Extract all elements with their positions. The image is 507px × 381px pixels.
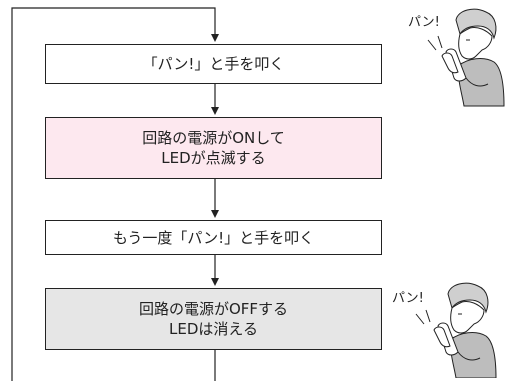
- step-text: 「パン!」と手を叩く: [142, 55, 285, 73]
- step-box-clap: 「パン!」と手を叩く: [45, 44, 382, 84]
- clapping-person-icon: パン!: [408, 8, 505, 107]
- clap-sound-label: パン!: [392, 291, 424, 306]
- step-text: LEDは消える: [169, 320, 258, 338]
- step-box-clap-again: もう一度「パン!」と手を叩く: [45, 220, 382, 255]
- step-box-power-on: 回路の電源がONして LEDが点滅する: [45, 117, 382, 179]
- step-text: 回路の電源がOFFする: [138, 300, 289, 318]
- clap-sound-label: パン!: [408, 15, 440, 30]
- clapping-person-icon: パン!: [392, 282, 497, 378]
- loop-line: [11, 7, 219, 381]
- step-text: 回路の電源がONして: [142, 129, 285, 147]
- step-text: もう一度「パン!」と手を叩く: [112, 228, 315, 247]
- step-text: LEDが点滅する: [161, 149, 266, 167]
- step-box-power-off: 回路の電源がOFFする LEDは消える: [45, 288, 382, 350]
